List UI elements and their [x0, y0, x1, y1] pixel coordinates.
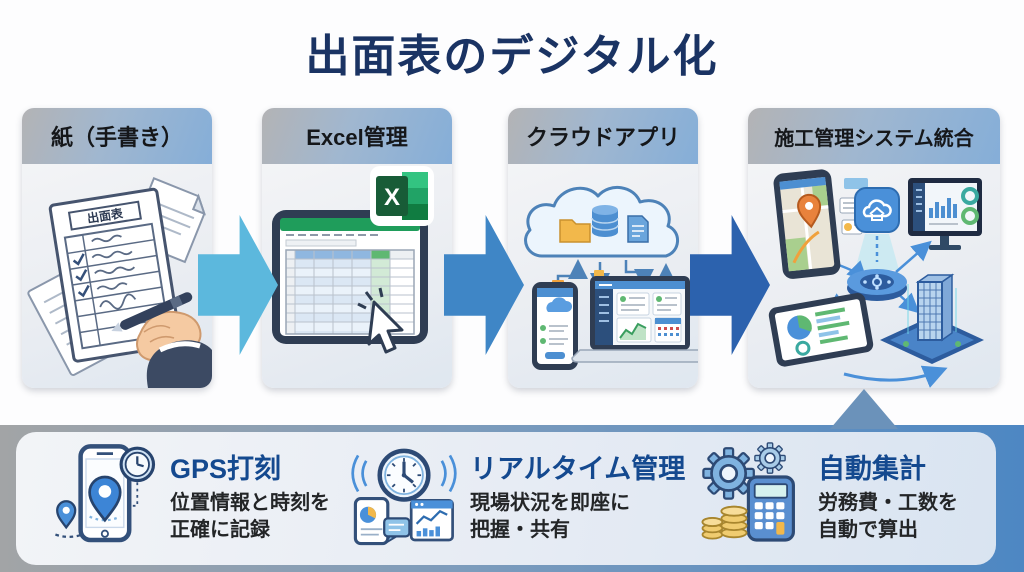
network-hub-icon	[847, 269, 907, 301]
feature-gps-desc: 位置情報と時刻を 正確に記録	[170, 492, 330, 541]
building-icon	[880, 273, 984, 364]
smartphone-icon	[532, 282, 578, 370]
signal-waves-icon	[351, 454, 457, 493]
paper-title-text: 出面表	[86, 205, 125, 226]
map-phone-icon	[773, 169, 841, 279]
feature-realtime-text: リアルタイム管理 現場状況を即座に 把握・共有	[470, 447, 685, 543]
clock-icon	[119, 446, 156, 483]
stage-header-paper: 紙（手書き）	[22, 108, 212, 164]
document-icon	[627, 215, 649, 243]
excel-logo-icon: X	[370, 166, 434, 226]
excel-tablet-illustration: X	[272, 166, 434, 354]
cloud-sync-illustration	[524, 186, 698, 370]
gps-phone-icon	[55, 444, 156, 543]
stage-body-paper: 出面表	[22, 164, 212, 388]
attendance-sheet-icon: 出面表	[48, 187, 183, 363]
handwritten-sheet-illustration: 出面表	[27, 176, 212, 388]
feature-realtime: リアルタイム管理 現場状況を即座に 把握・共有	[350, 439, 685, 551]
stage-header-excel: Excel管理	[262, 108, 452, 164]
feature-autocalc: 自動集計 労務費・工数を 自動で算出	[698, 439, 958, 551]
location-pin-small-icon	[56, 500, 77, 530]
autocalc-gears-icon	[701, 442, 795, 542]
stage-header-cloud: クラウドアプリ	[508, 108, 698, 164]
stage-label-excel: Excel管理	[306, 125, 408, 150]
realtime-clock-icon	[351, 448, 457, 546]
feature-autocalc-text: 自動集計 労務費・工数を 自動で算出	[818, 447, 958, 543]
sleeve-icon	[146, 340, 212, 388]
monitor-icon	[908, 178, 982, 250]
feature-gps-text: GPS打刻 位置情報と時刻を 正確に記録	[170, 447, 330, 543]
folder-icon	[559, 219, 591, 243]
integrated-system-illustration	[768, 169, 984, 388]
database-icon	[591, 205, 619, 237]
feature-autocalc-title: 自動集計	[818, 454, 926, 485]
laptop-icon	[571, 276, 698, 363]
feature-autocalc-desc: 労務費・工数を 自動で算出	[818, 492, 958, 541]
integration-up-arrow	[830, 389, 898, 429]
calculator-icon	[746, 475, 795, 542]
page-title: 出面表のデジタル化	[305, 32, 719, 81]
coins-icon	[701, 505, 748, 540]
feature-realtime-title: リアルタイム管理	[470, 454, 686, 485]
feature-realtime-desc: 現場状況を即座に 把握・共有	[470, 492, 630, 541]
stage-card-cloud: クラウドアプリ	[508, 108, 698, 388]
report-phone-icon	[353, 497, 390, 546]
stage-label-integration: 施工管理システム統合	[774, 127, 974, 150]
stage-card-integration: 施工管理システム統合	[748, 108, 1000, 388]
excel-logo-letter: X	[384, 184, 400, 211]
stage-body-excel: X	[262, 164, 452, 388]
cursor-icon	[357, 287, 404, 354]
chart-window-icon	[409, 499, 454, 542]
location-pin-icon	[88, 475, 122, 523]
checkmark-icon	[72, 253, 90, 298]
stage-label-paper: 紙（手書き）	[50, 125, 183, 150]
map-pin-icon	[797, 193, 822, 229]
clock-icon	[377, 448, 431, 502]
stage-body-integration	[748, 164, 1000, 388]
feature-gps-title: GPS打刻	[170, 454, 282, 485]
chart-tablet-icon	[768, 293, 874, 367]
speech-bubble-icon	[383, 517, 411, 546]
stage-card-paper: 紙（手書き）	[22, 108, 212, 388]
gear-small-icon	[754, 442, 786, 474]
pen-icon	[111, 292, 193, 332]
cloud-home-app-icon	[854, 187, 900, 233]
feature-bar: GPS打刻 位置情報と時刻を 正確に記録	[0, 425, 1024, 572]
stage-header-integration: 施工管理システム統合	[748, 108, 1000, 164]
feature-bar-panel	[16, 432, 996, 565]
feature-gps: GPS打刻 位置情報と時刻を 正確に記録	[50, 439, 330, 551]
stage-body-cloud	[508, 164, 698, 388]
stage-label-cloud: クラウドアプリ	[525, 125, 680, 150]
gear-icon	[702, 447, 755, 500]
stage-card-excel: Excel管理	[262, 108, 452, 388]
